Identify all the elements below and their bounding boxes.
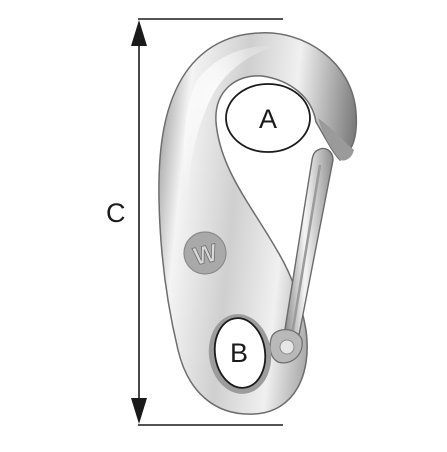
opening-a-ellipse [225,83,311,153]
hook-highlight [183,45,276,220]
label-a: A [259,104,277,134]
opening-a: A [225,83,311,153]
gate-slot [290,164,322,336]
label-c: C [106,198,126,228]
opening-b-ellipse [213,317,267,389]
pivot-pin [279,339,295,355]
hook-body [158,32,358,415]
arrow-down-icon [131,398,147,424]
arrow-up-icon [131,20,147,46]
gate-bar [281,147,334,352]
dimension-c: C [106,18,283,426]
logo-emblem [183,231,227,275]
hook-nose [318,118,354,161]
snap-hook: W [158,32,358,415]
opening-b: B [208,314,272,394]
label-b: B [230,338,248,368]
